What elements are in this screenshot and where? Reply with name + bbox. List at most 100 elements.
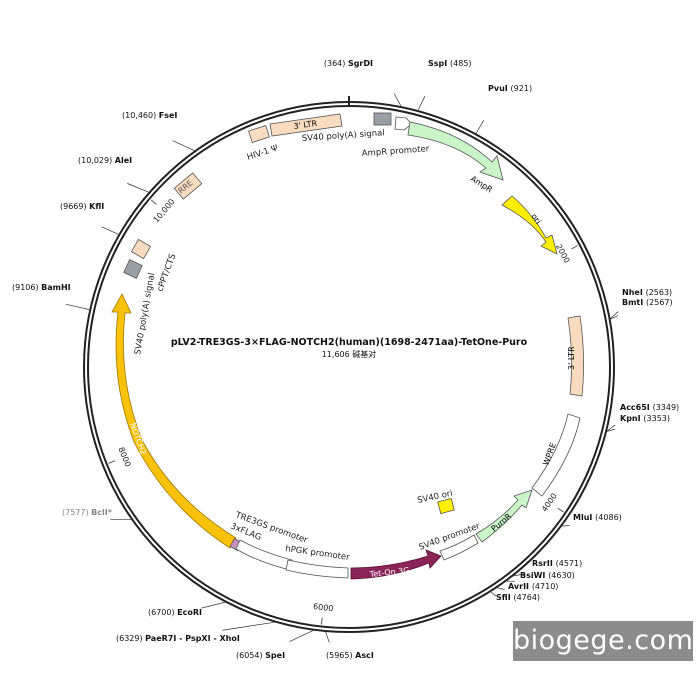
site-sfii[interactable]: SfiI (4764) — [490, 591, 540, 602]
site-name: PaeR7I - PspXI - XhoI — [145, 634, 240, 643]
sv40-polya-top-label: SV40 poly(A) signal — [302, 128, 386, 144]
site-asci[interactable]: (5965) AscI — [325, 631, 374, 660]
site-ecori[interactable]: (6700) EcoRI — [148, 601, 225, 617]
site-rsrii[interactable]: RsrII (4571) — [513, 559, 583, 577]
site-leader — [222, 621, 275, 631]
site-label: (7577) BclI* — [62, 508, 113, 517]
site-name: AscI — [355, 651, 374, 660]
site-kfli[interactable]: (9669) KflI — [60, 202, 119, 235]
site-leader — [393, 93, 402, 107]
site-label: (10,460) FseI — [122, 111, 177, 120]
site-name: KpnI — [620, 414, 643, 423]
notch2-feature[interactable] — [111, 293, 237, 549]
site-name: FseI — [159, 111, 178, 120]
wpre-feature[interactable] — [531, 413, 581, 497]
site-name: Acc65I — [620, 403, 653, 412]
tre3gs-promoter-feature[interactable] — [235, 539, 293, 571]
site-pvui[interactable]: PvuI (921) — [475, 84, 533, 134]
ltr3-right-feature[interactable] — [567, 315, 584, 397]
site-bamhi[interactable]: (9106) BamHI — [12, 283, 90, 310]
site-kpni[interactable]: KpnI (3353) — [606, 414, 670, 432]
site-label: RsrII (4571) — [532, 559, 582, 568]
site-name: BsiWI — [520, 571, 548, 580]
plasmid-name: pLV2-TRE3GS-3×FLAG-NOTCH2(human)(1698-24… — [171, 337, 528, 348]
site-name: SpeI — [265, 651, 285, 660]
site-position: (4764) — [513, 593, 540, 602]
site-name: PvuI — [488, 84, 511, 93]
site-bsiwi[interactable]: BsiWI (4630) — [506, 571, 575, 582]
notch2-label: NOTCH2 — [128, 422, 148, 456]
site-position: (364) — [324, 59, 348, 68]
site-position: (6329) — [116, 634, 145, 643]
site-leader — [562, 525, 570, 527]
site-label: Acc65I (3349) — [620, 403, 679, 412]
site-nhei[interactable]: NheI (2563) — [610, 288, 673, 319]
plasmid-size: 11,606 碱基对 — [322, 349, 377, 359]
site-label: KpnI (3353) — [620, 414, 670, 423]
site-leader — [289, 630, 314, 642]
hpgk-promoter-feature[interactable] — [285, 559, 349, 579]
cppt-label: cPPT/CTS — [155, 252, 178, 293]
site-avrii[interactable]: AvrII (4710) — [497, 582, 558, 591]
cppt-box[interactable] — [130, 238, 152, 260]
site-leader — [497, 587, 505, 590]
site-label: (364) SgrDI — [324, 59, 373, 68]
site-position: (7577) — [62, 508, 91, 517]
ori-feature[interactable] — [501, 195, 558, 255]
site-label: (5965) AscI — [326, 651, 374, 660]
site-alei[interactable]: (10,029) AleI — [78, 156, 149, 193]
tick-mark — [150, 199, 157, 205]
rre-box[interactable] — [173, 172, 203, 200]
tet-on-feature[interactable] — [350, 549, 442, 580]
site-bmti[interactable]: BmtI (2567) — [610, 298, 673, 320]
site-bcli[interactable]: (7577) BclI* — [62, 508, 132, 520]
sv40-polya-left-label: SV40 poly(A) signal — [133, 272, 157, 355]
ltr3-top-feature[interactable] — [269, 113, 343, 137]
site-label: MluI (4086) — [573, 513, 622, 522]
ampr-promoter-label: AmpR promoter — [362, 144, 431, 159]
site-leader — [607, 424, 616, 432]
puror-label: PuroR — [490, 511, 514, 533]
site-leader — [65, 303, 90, 310]
site-leader — [101, 226, 119, 235]
sv40-promoter-feature[interactable] — [439, 534, 479, 561]
site-label: (6700) EcoRI — [148, 608, 202, 617]
site-name: BclI* — [91, 508, 113, 517]
site-leader — [610, 315, 619, 320]
site-position: (2563) — [646, 288, 673, 297]
hiv-psi-box[interactable] — [248, 125, 270, 143]
site-position: (4086) — [595, 513, 622, 522]
site-mlui[interactable]: MluI (4086) — [562, 513, 622, 527]
site-spei[interactable]: (6054) SpeI — [236, 630, 314, 660]
hiv-psi-label: HIV-1 Ψ — [246, 143, 280, 163]
tick-label: 8000 — [116, 446, 132, 468]
sv40-polya-left-box[interactable] — [123, 259, 143, 279]
site-name: NheI — [622, 288, 646, 297]
puror-feature[interactable] — [475, 489, 533, 543]
site-position: (9669) — [60, 202, 89, 211]
site-leader — [417, 95, 426, 111]
tick-label: 10,000 — [152, 197, 177, 224]
site-name: SspI — [428, 59, 450, 68]
site-leader — [127, 183, 149, 193]
site-sspi[interactable]: SspI (485) — [417, 59, 472, 111]
site-leader — [201, 601, 225, 609]
site-fsei[interactable]: (10,460) FseI — [122, 111, 195, 151]
watermark: biogege.com — [513, 621, 693, 661]
site-position: (4630) — [548, 571, 575, 580]
site-label: (9669) KflI — [60, 202, 104, 211]
site-position: (921) — [511, 84, 533, 93]
ampr-promoter-feature[interactable] — [394, 116, 413, 131]
site-position: (9106) — [12, 283, 41, 292]
site-label: AvrII (4710) — [508, 582, 558, 591]
site-xhoi[interactable]: (6329) PaeR7I - PspXI - XhoI — [116, 621, 275, 643]
site-position: (6054) — [236, 651, 265, 660]
site-sgrdi[interactable]: (364) SgrDI — [324, 59, 402, 107]
ampr-feature[interactable] — [407, 121, 504, 181]
site-acc65i[interactable]: Acc65I (3349) — [607, 403, 679, 432]
sv40-polya-top-box[interactable] — [373, 112, 392, 126]
tick-mark — [108, 460, 116, 464]
sv40-ori-box[interactable] — [437, 497, 455, 515]
